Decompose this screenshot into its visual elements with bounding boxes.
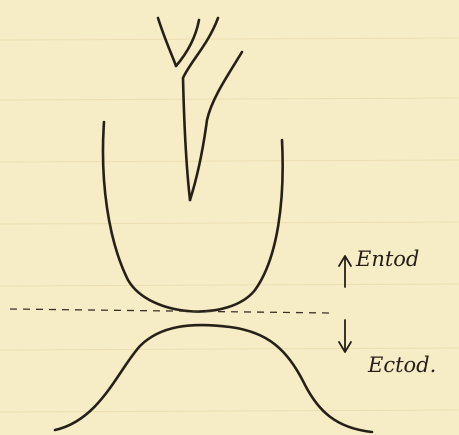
boundary-dashed-line bbox=[10, 309, 330, 313]
label-entod: Entod bbox=[355, 247, 419, 271]
fork-left-branch bbox=[158, 18, 199, 66]
stalk-right-edge bbox=[190, 52, 242, 200]
down-arrow-icon bbox=[339, 320, 351, 352]
ectoderm-hill bbox=[55, 325, 372, 432]
label-ectod: Ectod. bbox=[367, 353, 436, 377]
up-arrow-icon bbox=[339, 256, 351, 287]
stalk-left-edge bbox=[183, 18, 218, 200]
endoderm-cup bbox=[103, 122, 283, 312]
